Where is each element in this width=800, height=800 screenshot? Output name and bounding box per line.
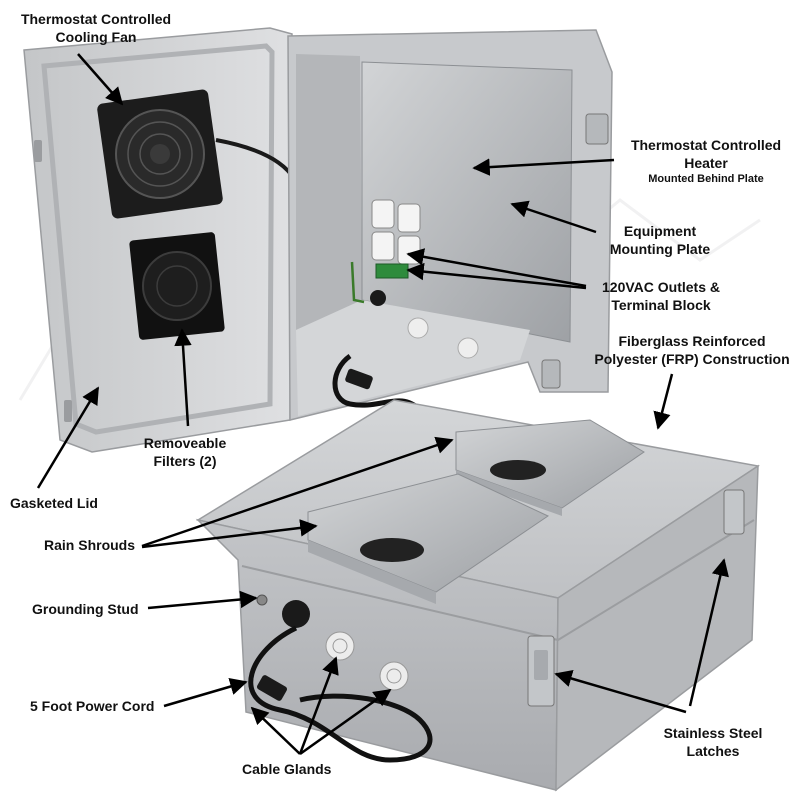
arrow-gland-a: [298, 656, 339, 755]
label-filters-line1: Removeable: [143, 435, 227, 451]
label-cable-glands: Cable Glands: [242, 761, 332, 777]
terminal-block: [375, 263, 409, 279]
arrow-stud: [147, 590, 258, 610]
cooling-fan: [97, 89, 223, 219]
label-cooling-fan: Thermostat Controlled Cooling Fan: [8, 10, 184, 46]
arrow-filters: [174, 328, 192, 427]
label-mounting-plate-line1: Equipment: [623, 223, 697, 239]
filter: [129, 232, 225, 340]
label-rain-shrouds: Rain Shrouds: [44, 537, 136, 553]
arrow-lid: [36, 386, 100, 489]
label-grounding-stud: Grounding Stud: [32, 601, 139, 617]
rain-shroud: [307, 473, 550, 604]
callout-arrows: [36, 53, 729, 756]
label-outlets: 120VAC Outlets & Terminal Block: [586, 278, 736, 314]
cord-gland: [282, 600, 310, 628]
enclosure-side: [555, 464, 759, 792]
arrow-cord: [163, 678, 248, 708]
arrow-frp: [653, 373, 674, 430]
enclosure-front: [195, 518, 559, 791]
label-gasketed-lid: Gasketed Lid: [10, 495, 98, 511]
label-frp-line2: Polyester (FRP) Construction: [594, 351, 790, 367]
closed-enclosure: [195, 399, 760, 792]
arrow-fan: [77, 53, 124, 106]
label-cooling-fan-line1: Thermostat Controlled: [20, 11, 172, 27]
label-latches: Stainless Steel Latches: [652, 724, 774, 760]
arrow-shroud-a: [141, 436, 454, 548]
arrow-outlet-b: [406, 262, 587, 290]
label-frp: Fiberglass Reinforced Polyester (FRP) Co…: [586, 332, 798, 368]
arrow-gland-b: [299, 688, 392, 756]
arrow-heater: [472, 158, 615, 176]
label-heater-line2: Heater: [684, 155, 728, 171]
hinge: [34, 140, 42, 162]
label-heater-sub: Mounted Behind Plate: [648, 173, 764, 185]
label-filters-line2: Filters (2): [153, 453, 217, 469]
label-latches-line2: Latches: [686, 743, 740, 759]
label-mounting-plate-line2: Mounting Plate: [609, 241, 711, 257]
label-cooling-fan-line2: Cooling Fan: [55, 29, 137, 45]
label-filters: Removeable Filters (2): [130, 434, 240, 470]
label-power-cord: 5 Foot Power Cord: [30, 698, 155, 714]
arrow-latch-a: [688, 558, 729, 707]
label-heater: Thermostat Controlled Heater Mounted Beh…: [618, 136, 794, 186]
cable-gland: [407, 317, 429, 339]
outlets: [371, 199, 421, 265]
grounding-stud: [256, 594, 268, 606]
label-heater-line1: Thermostat Controlled: [630, 137, 782, 153]
label-frp-line1: Fiberglass Reinforced: [618, 333, 766, 349]
rain-shroud: [455, 419, 645, 516]
cable-glands: [325, 631, 409, 691]
label-outlets-line2: Terminal Block: [611, 297, 711, 313]
arrow-gland-c: [250, 706, 301, 755]
label-latches-line1: Stainless Steel: [663, 725, 763, 741]
arrow-latch-b: [554, 670, 687, 714]
latches: [527, 489, 745, 707]
arrow-shroud-b: [141, 519, 318, 549]
label-outlets-line1: 120VAC Outlets &: [602, 279, 720, 295]
arrow-outlet-a: [406, 248, 587, 288]
label-mounting-plate: Equipment Mounting Plate: [590, 222, 730, 258]
latch: [585, 113, 609, 145]
arrow-plate: [510, 200, 597, 234]
